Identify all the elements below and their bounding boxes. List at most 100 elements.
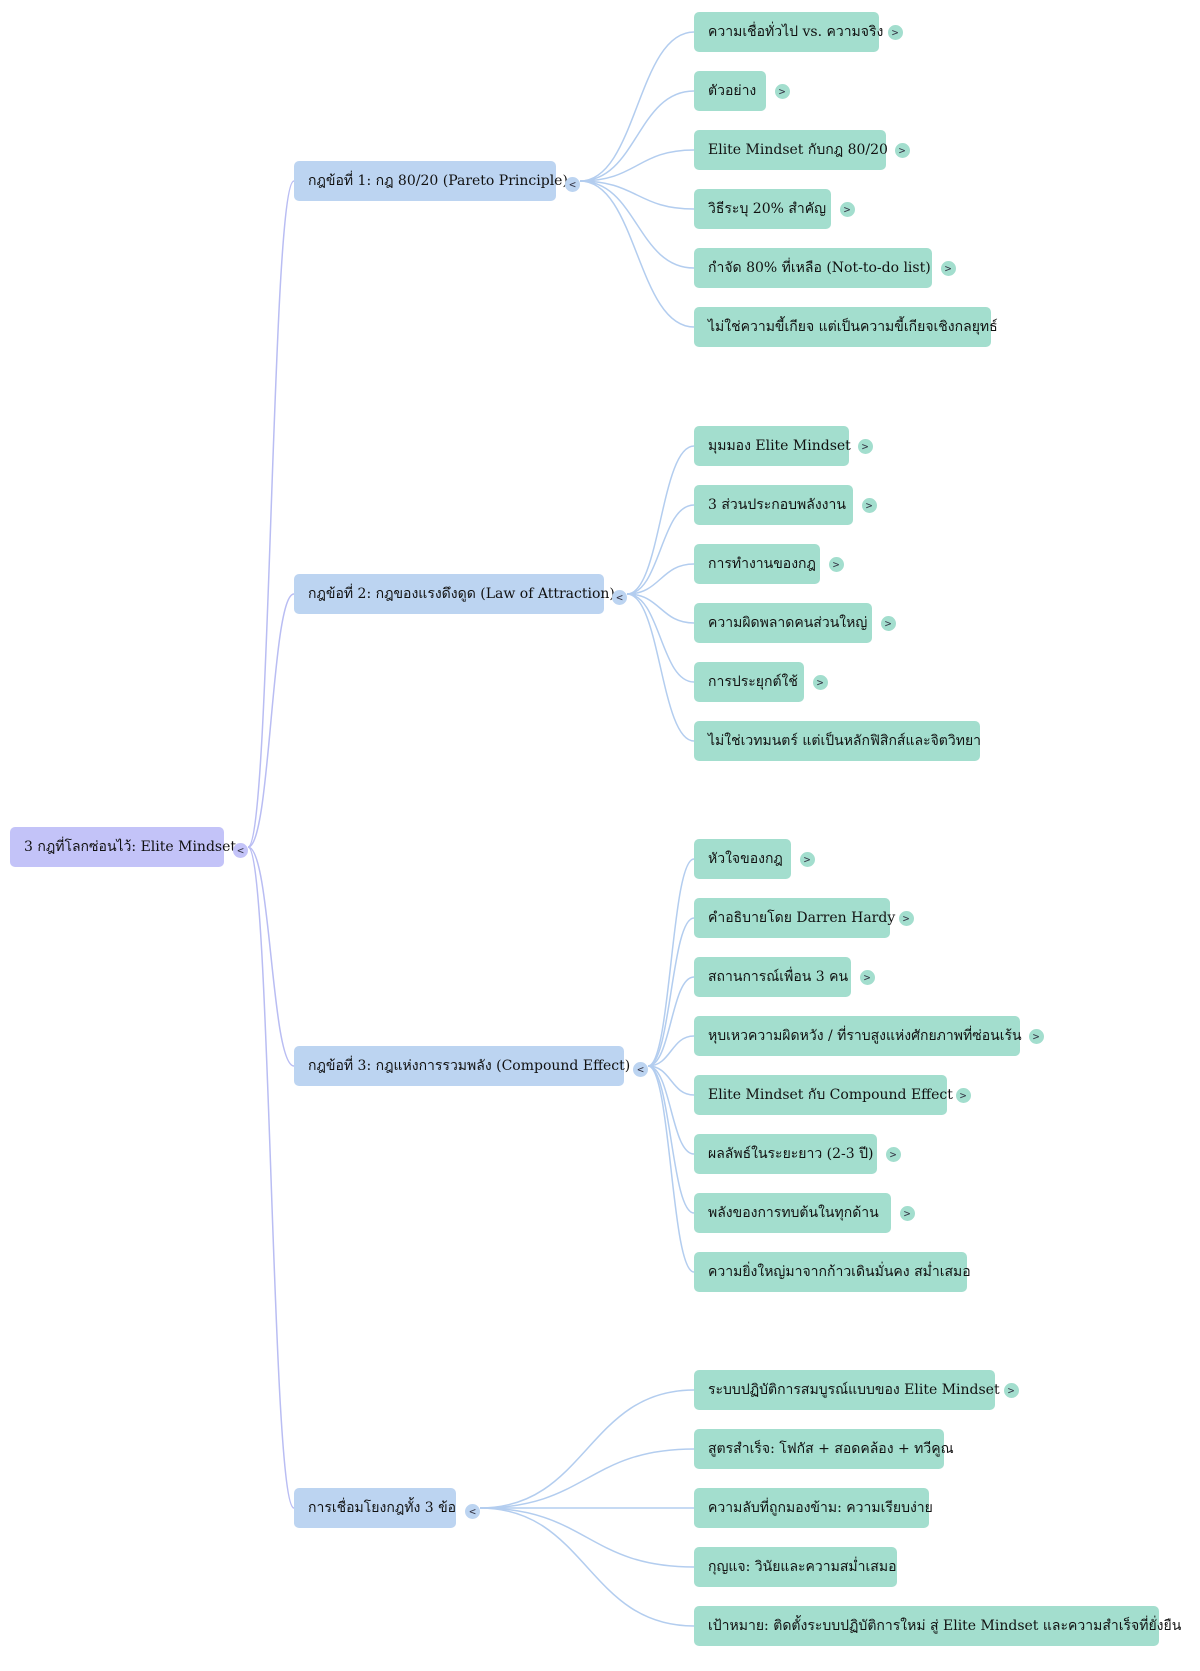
leaf-label: วิธีระบุ 20% สำคัญ [708,201,827,217]
leaf-node[interactable]: การประยุกต์ใช้ [694,662,804,702]
branch-label: การเชื่อมโยงกฎทั้ง 3 ข้อ [308,1500,457,1516]
branch-leaf-link [647,917,695,1067]
expand-toggle-icon[interactable]: > [828,556,844,572]
leaf-label: มุมมอง Elite Mindset [708,438,851,454]
branch-leaf-link [647,1065,695,1155]
branch-leaf-link [626,445,695,595]
leaf-node[interactable]: Elite Mindset กับกฎ 80/20 [694,130,888,170]
branch-leaf-link [626,593,695,742]
leaf-node[interactable]: ความยิ่งใหญ่มาจากก้าวเดินมั่นคง สม่ำเสมอ [694,1252,971,1292]
branch-label: กฎข้อที่ 3: กฎแห่งการรวมพลัง (Compound E… [308,1058,631,1074]
branch-leaf-link [647,1035,695,1067]
leaf-node[interactable]: การทำงานของกฎ [694,544,820,584]
root-branch-link [247,180,295,848]
leaf-label: ความยิ่งใหญ่มาจากก้าวเดินมั่นคง สม่ำเสมอ [708,1264,971,1280]
leaf-label: ความผิดพลาดคนส่วนใหญ่ [708,615,868,631]
branch-leaf-link [479,1507,695,1568]
leaf-node[interactable]: มุมมอง Elite Mindset [694,426,851,466]
leaf-node[interactable]: ความลับที่ถูกมองข้าม: ความเรียบง่าย [694,1488,933,1528]
collapse-toggle-icon[interactable]: < [612,590,627,605]
expand-toggle-icon[interactable]: > [880,615,896,631]
branch-leaf-link [579,180,695,269]
collapse-toggle-icon[interactable]: < [565,177,580,192]
expand-toggle-icon[interactable]: > [885,1146,901,1162]
leaf-label: การทำงานของกฎ [708,556,816,572]
leaf-node[interactable]: ความเชื่อทั่วไป vs. ความจริง [694,12,883,52]
branch-leaf-link [479,1507,695,1627]
leaf-node[interactable]: หัวใจของกฎ [694,839,791,879]
leaf-label: ความลับที่ถูกมองข้าม: ความเรียบง่าย [708,1500,933,1516]
collapse-toggle-icon[interactable]: < [233,843,248,858]
leaf-node[interactable]: 3 ส่วนประกอบพลังงาน [694,485,853,525]
branch-leaf-link [647,1065,695,1214]
branch-label: กฎข้อที่ 1: กฎ 80/20 (Pareto Principle) [308,173,568,189]
leaf-node[interactable]: คำอธิบายโดย Darren Hardy [694,898,895,938]
leaf-label: สูตรสำเร็จ: โฟกัส + สอดคล้อง + ทวีคูณ [708,1441,954,1457]
branch-leaf-link [579,90,695,182]
collapse-toggle-icon[interactable]: < [633,1062,648,1077]
leaf-label: หุบเหวความผิดหวัง / ที่ราบสูงแห่งศักยภาพ… [708,1028,1022,1044]
leaf-node[interactable]: ความผิดพลาดคนส่วนใหญ่ [694,603,872,643]
leaf-label: ผลลัพธ์ในระยะยาว (2-3 ปี) [708,1146,874,1162]
leaf-label: ระบบปฏิบัติการสมบูรณ์แบบของ Elite Mindse… [708,1382,1000,1398]
expand-toggle-icon[interactable]: > [887,24,903,40]
leaf-label: หัวใจของกฎ [708,851,783,867]
expand-toggle-icon[interactable]: > [894,142,910,158]
leaf-node[interactable]: สถานการณ์เพื่อน 3 คน [694,957,851,997]
collapse-toggle-icon[interactable]: < [465,1504,480,1519]
leaf-node[interactable]: ไม่ใช่เวทมนตร์ แต่เป็นหลักฟิสิกส์และจิตว… [694,721,982,761]
leaf-node[interactable]: ตัวอย่าง [694,71,766,111]
expand-toggle-icon[interactable]: > [899,1205,915,1221]
branch-leaf-link [626,504,695,595]
leaf-node[interactable]: Elite Mindset กับ Compound Effect [694,1075,953,1115]
expand-toggle-icon[interactable]: > [1003,1382,1019,1398]
leaf-label: ความเชื่อทั่วไป vs. ความจริง [708,24,884,40]
expand-toggle-icon[interactable]: > [898,910,914,926]
expand-toggle-icon[interactable]: > [955,1087,971,1103]
leaf-label: คำอธิบายโดย Darren Hardy [708,910,896,926]
branch-leaf-link [579,31,695,182]
branch-leaf-link [579,180,695,210]
expand-toggle-icon[interactable]: > [812,674,828,690]
branch-node-rule-1[interactable]: กฎข้อที่ 1: กฎ 80/20 (Pareto Principle) [294,161,568,201]
leaf-node[interactable]: ผลลัพธ์ในระยะยาว (2-3 ปี) [694,1134,877,1174]
leaf-node[interactable]: ระบบปฏิบัติการสมบูรณ์แบบของ Elite Mindse… [694,1370,1000,1410]
leaf-node[interactable]: กำจัด 80% ที่เหลือ (Not-to-do list) [694,248,932,288]
root-node[interactable]: 3 กฎที่โลกซ่อนไว้: Elite Mindset [10,827,236,867]
branch-leaf-link [579,180,695,328]
branch-node-rule-2[interactable]: กฎข้อที่ 2: กฎของแรงดึงดูด (Law of Attra… [294,574,615,614]
expand-toggle-icon[interactable]: > [859,969,875,985]
leaf-label: ตัวอย่าง [708,83,757,99]
leaf-node[interactable]: เป้าหมาย: ติดตั้งระบบปฏิบัติการใหม่ สู่ … [694,1606,1181,1646]
leaf-node[interactable]: พลังของการทบต้นในทุกด้าน [694,1193,891,1233]
leaf-label: 3 ส่วนประกอบพลังงาน [708,497,846,513]
leaf-node[interactable]: ไม่ใช่ความขี้เกียจ แต่เป็นความขี้เกียจเช… [694,307,998,347]
branch-leaf-link [647,1065,695,1273]
root-branch-link [247,593,295,848]
leaf-node[interactable]: กุญแจ: วินัยและความสม่ำเสมอ [694,1547,897,1587]
branch-leaf-link [579,149,695,182]
branch-leaf-link [647,976,695,1067]
leaf-label: Elite Mindset กับกฎ 80/20 [708,142,888,158]
leaf-label: สถานการณ์เพื่อน 3 คน [708,969,849,985]
leaf-node[interactable]: หุบเหวความผิดหวัง / ที่ราบสูงแห่งศักยภาพ… [694,1016,1022,1056]
branch-node-connection[interactable]: การเชื่อมโยงกฎทั้ง 3 ข้อ [294,1488,456,1528]
expand-toggle-icon[interactable]: > [774,83,790,99]
expand-toggle-icon[interactable]: > [857,438,873,454]
expand-toggle-icon[interactable]: > [799,851,815,867]
leaf-label: ไม่ใช่เวทมนตร์ แต่เป็นหลักฟิสิกส์และจิตว… [708,733,982,749]
expand-toggle-icon[interactable]: > [839,201,855,217]
expand-toggle-icon[interactable]: > [940,260,956,276]
branch-leaf-link [626,593,695,683]
leaf-node[interactable]: วิธีระบุ 20% สำคัญ [694,189,831,229]
branch-node-rule-3[interactable]: กฎข้อที่ 3: กฎแห่งการรวมพลัง (Compound E… [294,1046,630,1086]
leaf-label: เป้าหมาย: ติดตั้งระบบปฏิบัติการใหม่ สู่ … [708,1618,1182,1634]
expand-toggle-icon[interactable]: > [861,497,877,513]
leaf-node[interactable]: สูตรสำเร็จ: โฟกัส + สอดคล้อง + ทวีคูณ [694,1429,954,1469]
leaf-label: Elite Mindset กับ Compound Effect [708,1087,953,1103]
expand-toggle-icon[interactable]: > [1028,1028,1044,1044]
leaf-label: การประยุกต์ใช้ [708,674,798,690]
root-branch-link [247,846,295,1067]
